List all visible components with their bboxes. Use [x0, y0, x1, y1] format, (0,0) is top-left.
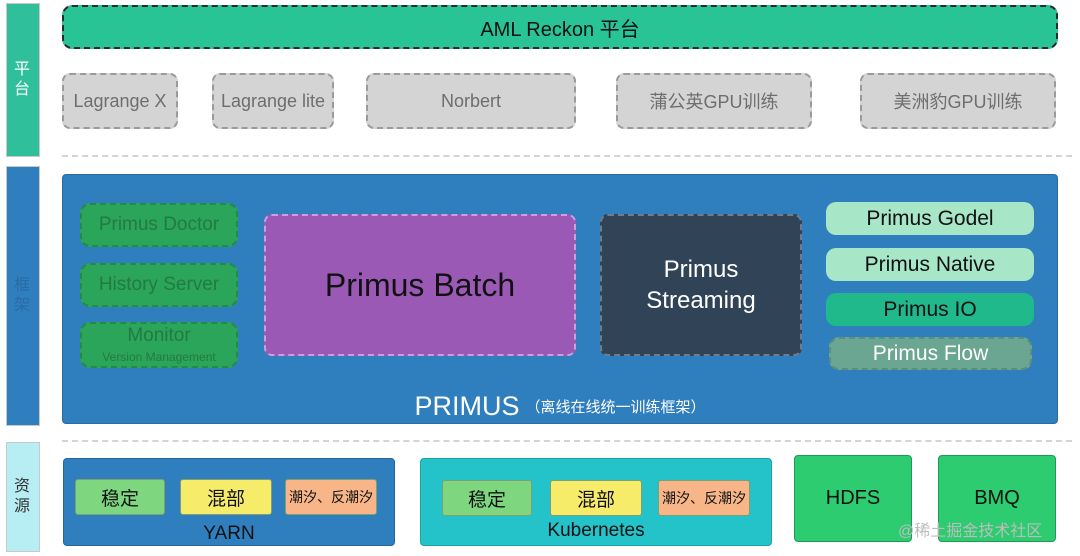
yarn-stable: 稳定	[75, 479, 165, 515]
primus-subtitle: （离线在线统一训练框架）	[525, 398, 706, 416]
primus-streaming-line2: Streaming	[646, 287, 756, 314]
monitor-label: Monitor	[127, 325, 191, 347]
primus-streaming-line1: Primus	[663, 255, 739, 283]
chip-label: 混部	[576, 489, 615, 511]
watermark-text: @稀土掘金技术社区	[898, 523, 1043, 540]
primus-flow-label: Primus Flow	[872, 341, 989, 365]
tool-norbert: Norbert	[366, 73, 576, 129]
chip-label: 潮汐、反潮汐	[662, 490, 746, 506]
bmq-box: BMQ	[938, 455, 1056, 542]
primus-io: Primus IO	[826, 293, 1034, 326]
layer-label-framework: 框架	[6, 166, 40, 426]
bmq-label: BMQ	[974, 487, 1020, 509]
tool-dandelion-gpu-training: 蒲公英GPU训练	[616, 73, 812, 129]
chip-label: 潮汐、反潮汐	[289, 489, 373, 505]
history-server-label: History Server	[98, 274, 220, 295]
primus-name: PRIMUS	[414, 390, 520, 421]
primus-batch-label: Primus Batch	[324, 266, 516, 303]
separator-platform-framework	[62, 155, 1072, 157]
platform-title: AML Reckon 平台	[480, 18, 640, 41]
chip-label: 稳定	[100, 488, 139, 510]
yarn-colocation: 混部	[180, 479, 272, 515]
tool-lagrange-x: Lagrange X	[62, 73, 178, 129]
primus-batch: Primus Batch	[264, 214, 576, 356]
primus-doctor: Primus Doctor	[80, 203, 238, 247]
kubernetes-stable: 稳定	[442, 480, 532, 516]
tool-label: 美洲豹GPU训练	[893, 92, 1023, 112]
primus-flow: Primus Flow	[829, 337, 1032, 370]
hdfs-box: HDFS	[794, 455, 912, 542]
kubernetes-tidal: 潮汐、反潮汐	[658, 480, 750, 516]
primus-streaming: Primus Streaming	[600, 214, 802, 356]
kubernetes-label: Kubernetes	[547, 520, 645, 541]
primus-caption: PRIMUS （离线在线统一训练框架）	[62, 388, 1058, 424]
layer-label-platform-text: 平台	[14, 61, 31, 98]
tool-label: 蒲公英GPU训练	[649, 92, 779, 112]
chip-label: 混部	[206, 488, 245, 510]
tool-label: Lagrange X	[73, 90, 167, 111]
yarn-label: YARN	[203, 523, 255, 544]
primus-godel-label: Primus Godel	[866, 206, 994, 230]
tool-label: Norbert	[440, 90, 502, 111]
layer-label-platform: 平台	[6, 3, 40, 157]
version-management-label: Version Management	[102, 350, 216, 365]
layer-label-resource: 资源	[6, 442, 40, 552]
primus-doctor-label: Primus Doctor	[98, 214, 220, 235]
separator-framework-resource	[62, 440, 1072, 442]
watermark: @稀土掘金技术社区	[898, 518, 1074, 540]
primus-native: Primus Native	[826, 248, 1034, 281]
yarn-label-box: YARN	[63, 522, 395, 546]
layer-label-resource-text: 资源	[14, 478, 31, 515]
history-server: History Server	[80, 263, 238, 307]
platform-title-box: AML Reckon 平台	[62, 5, 1058, 49]
hdfs-label: HDFS	[825, 487, 881, 509]
yarn-tidal: 潮汐、反潮汐	[285, 479, 377, 515]
primus-native-label: Primus Native	[864, 252, 996, 276]
monitor-version-management: Monitor Version Management	[80, 322, 238, 368]
primus-io-label: Primus IO	[883, 297, 977, 321]
kubernetes-colocation: 混部	[550, 480, 642, 516]
tool-label: Lagrange lite	[220, 90, 326, 111]
tool-lagrange-lite: Lagrange lite	[212, 73, 334, 129]
chip-label: 稳定	[467, 489, 506, 511]
tool-jaguar-gpu-training: 美洲豹GPU训练	[860, 73, 1056, 129]
layer-label-framework-text: 框架	[14, 277, 31, 314]
primus-godel: Primus Godel	[826, 202, 1034, 235]
kubernetes-label-box: Kubernetes	[420, 519, 772, 543]
